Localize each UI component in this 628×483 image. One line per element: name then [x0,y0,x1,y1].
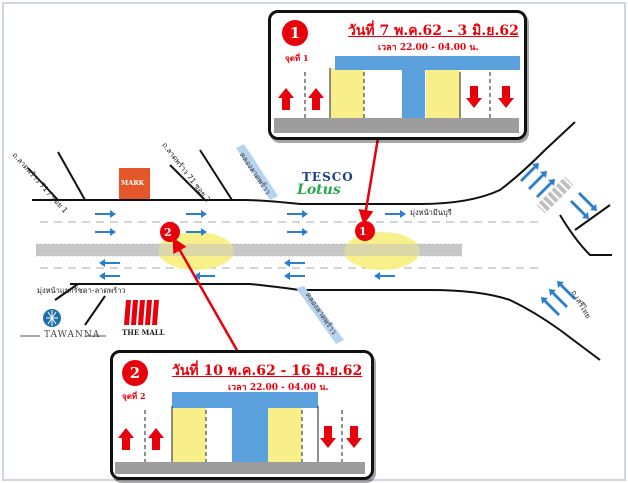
mark-logo [119,168,150,199]
junction-edge-2 [559,329,601,361]
panel-2-point-label: จุดที่ 2 [122,391,146,401]
crosswalk [536,176,574,214]
lotus-text: Lotus [297,182,341,198]
panel-2-diagram [115,392,365,474]
road-edge-bottom [70,283,561,331]
soi-mid-edge-2 [199,149,233,201]
tawanna-logo [20,309,106,337]
map-marker-2 [160,222,180,242]
panel-2-title: วันที่ 10 พ.ค.62 - 16 มิ.ย.62 [172,363,363,379]
panel-1-point-label: จุดที่ 1 [285,53,309,63]
panel-1-number-badge: 1 [282,20,308,46]
lower-left-edge-2 [84,295,106,326]
soi-left-edge-2 [57,151,86,201]
junction-edge-1 [544,121,576,151]
lower-left-edge-1 [54,283,79,301]
junction-edge-3 [559,214,612,256]
the-mall-text: THE MALL [122,328,165,337]
panel-2-time: เวลา 22.00 - 04.00 น. [228,383,329,393]
map-marker-1 [355,221,375,241]
canal-top [236,144,278,200]
connector-2 [172,237,240,353]
soi-left-edge-1 [27,167,59,201]
map-marker-1-label: 1 [359,225,367,238]
closure-panel-2 [110,350,374,480]
tesco-text: TESCO [302,170,354,184]
to-minburi-label: มุ่งหน้ามีนบุรี [410,208,452,217]
road-edge-top [32,149,546,205]
median-overlay [36,244,462,256]
map-marker-2-label: 2 [164,226,172,239]
canal-bottom [296,286,344,344]
panel-1-diagram [274,56,520,133]
panel-1-time: เวลา 22.00 - 04.00 น. [378,43,479,53]
to-lad-phrao-label: มุ่งหน้าแยกรัชดา-ลาดพร้าว [37,286,126,295]
mark-text: MARK [121,179,145,187]
the-mall-logo [124,300,159,325]
panel-1-title: วันที่ 7 พ.ค.62 - 3 มิ.ย.62 [348,23,519,39]
tawanna-text: TAWANNA [44,330,101,340]
panel-2-number-badge: 2 [122,360,148,386]
junction-edge-4 [574,204,611,231]
connector-1 [358,137,380,225]
soi-mid-edge-1 [169,164,206,201]
closure-panel-1 [268,10,527,140]
traffic-arrows [95,163,597,316]
